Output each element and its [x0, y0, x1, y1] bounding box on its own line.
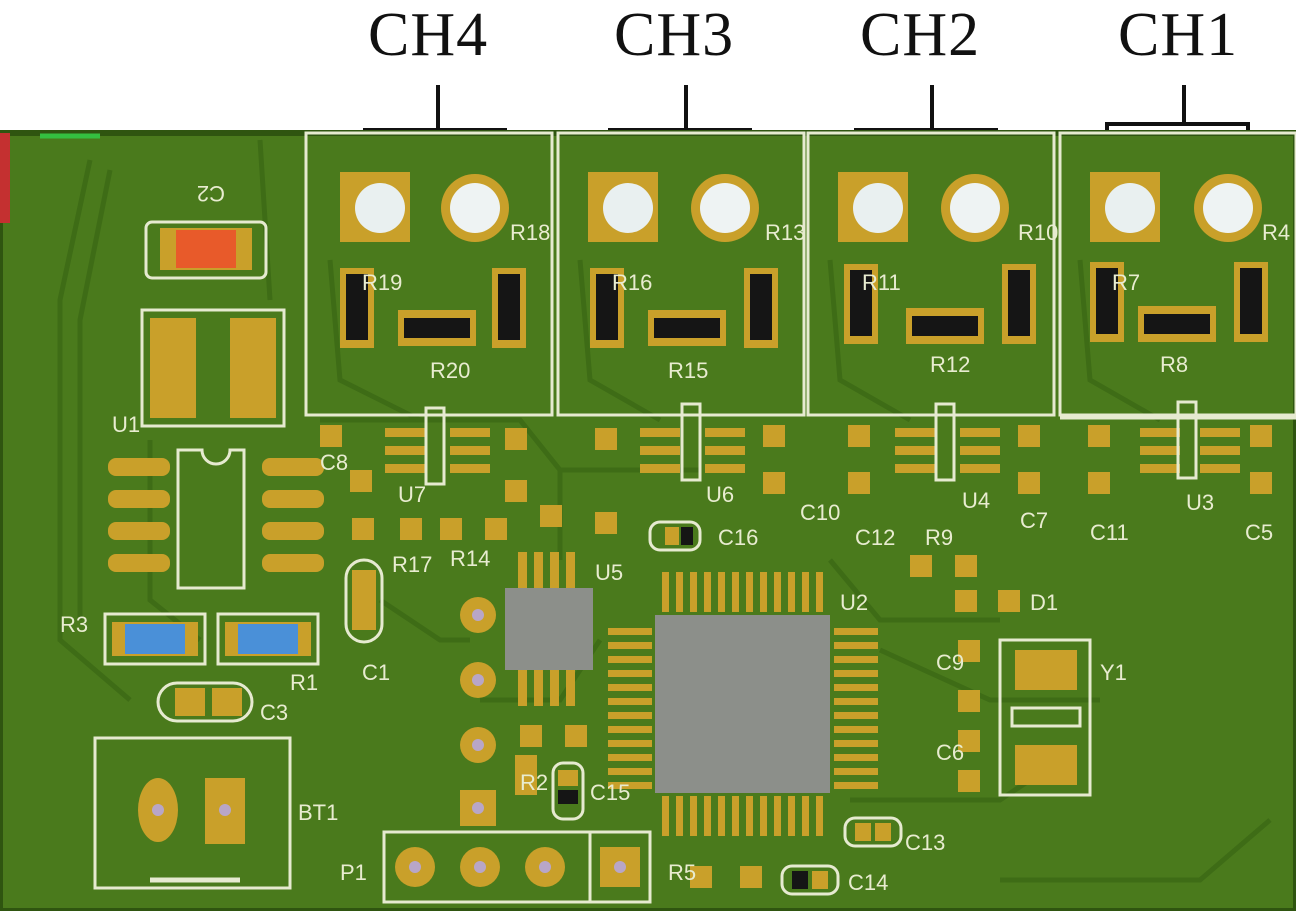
label-c5: C5: [1245, 520, 1273, 545]
label-c9: C9: [936, 650, 964, 675]
label-u7: U7: [398, 482, 426, 507]
label-r17: R17: [392, 552, 432, 577]
label-u5: U5: [595, 560, 623, 585]
label-r11: R11: [862, 270, 901, 295]
label-y1: Y1: [1100, 660, 1127, 685]
label-r18: R18: [510, 220, 550, 245]
label-c8: C8: [320, 450, 348, 475]
label-r10: R10: [1018, 220, 1058, 245]
u2-chip: [655, 615, 830, 793]
label-c15: C15: [590, 780, 630, 805]
label-c16: C16: [718, 525, 758, 550]
label-p1: P1: [340, 860, 367, 885]
header-pins: [460, 597, 496, 826]
label-d1: D1: [1030, 590, 1058, 615]
label-r13: R13: [765, 220, 805, 245]
label-c3: C3: [260, 700, 288, 725]
label-r2: R2: [520, 770, 548, 795]
label-c14: C14: [848, 870, 888, 895]
channel-label-ch1: CH1: [1118, 1, 1239, 69]
channel-label-ch2: CH2: [860, 1, 981, 69]
label-r20: R20: [430, 358, 470, 383]
label-r1: R1: [290, 670, 318, 695]
u5-chip: [505, 588, 593, 670]
label-c7: C7: [1020, 508, 1048, 533]
channel-label-ch3: CH3: [614, 1, 735, 69]
label-u3: U3: [1186, 490, 1214, 515]
u2-pins: [608, 572, 878, 836]
label-c10: C10: [800, 500, 840, 525]
label-c2: C2: [197, 181, 225, 206]
label-bt1: BT1: [298, 800, 338, 825]
label-u6: U6: [706, 482, 734, 507]
opamp-footprints: [385, 428, 1240, 473]
label-c6: C6: [936, 740, 964, 765]
label-r15: R15: [668, 358, 708, 383]
label-u2: U2: [840, 590, 868, 615]
pcb-traces: [57, 139, 1272, 883]
label-c12: C12: [855, 525, 895, 550]
input-connectors: [340, 172, 1262, 242]
smd-pads: [320, 425, 1272, 888]
label-r14: R14: [450, 546, 490, 571]
label-r12: R12: [930, 352, 970, 377]
label-c13: C13: [905, 830, 945, 855]
label-r9: R9: [925, 525, 953, 550]
label-c11: C11: [1090, 520, 1129, 545]
label-u4: U4: [962, 488, 990, 513]
label-r3: R3: [60, 612, 88, 637]
label-r7: R7: [1112, 270, 1140, 295]
label-u1: U1: [112, 412, 140, 437]
label-c1: C1: [362, 660, 390, 685]
board-corner-marker: [0, 133, 10, 223]
label-r16: R16: [612, 270, 652, 295]
bracket-ch1: [1105, 85, 1250, 230]
label-r5: R5: [668, 860, 696, 885]
label-r8: R8: [1160, 352, 1188, 377]
label-r4: R4: [1262, 220, 1290, 245]
label-r19: R19: [362, 270, 402, 295]
channel-resistors: [340, 262, 1268, 348]
channel-label-ch4: CH4: [368, 1, 489, 69]
